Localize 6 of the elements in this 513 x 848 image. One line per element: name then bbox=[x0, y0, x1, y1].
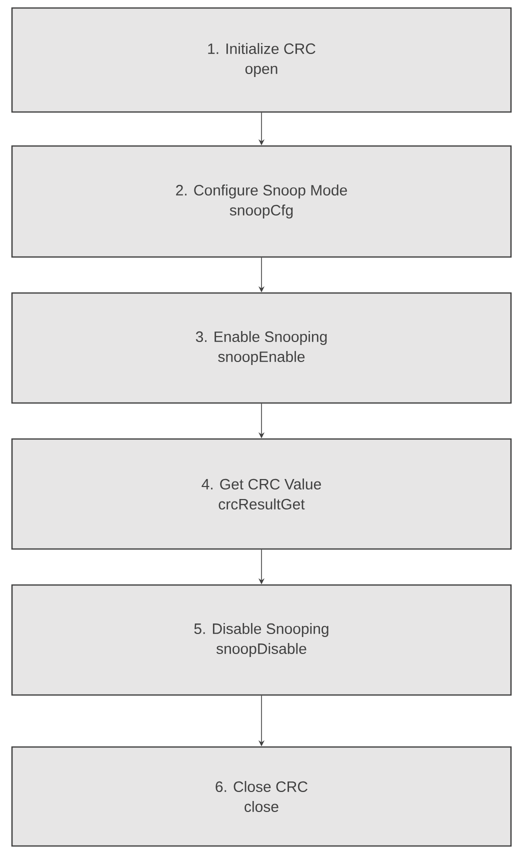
process-box: 5. Disable Snooping snoopDisable bbox=[11, 584, 512, 696]
process-box: 1. Initialize CRC open bbox=[11, 7, 512, 113]
process-box: 3. Enable Snooping snoopEnable bbox=[11, 292, 512, 404]
process-box: 2. Configure Snoop Mode snoopCfg bbox=[11, 145, 512, 258]
process-box: 6. Close CRC close bbox=[11, 746, 512, 847]
process-box: 4. Get CRC Value crcResultGet bbox=[11, 438, 512, 550]
